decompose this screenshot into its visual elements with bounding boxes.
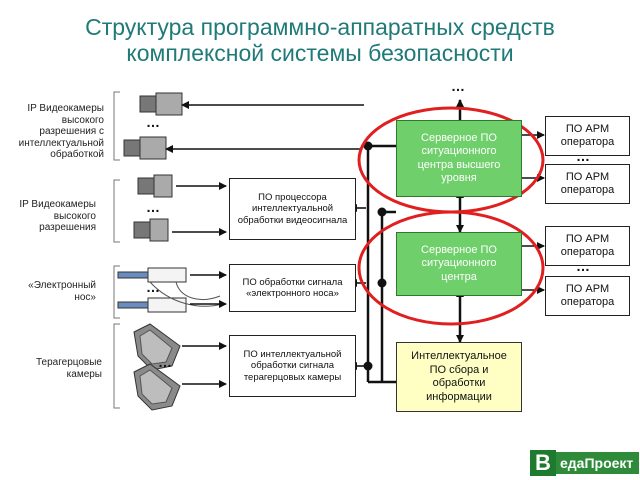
highlight-ellipses <box>357 106 545 326</box>
vedaproekt-logo: В едаПроект <box>530 448 640 478</box>
collect-box: Интеллектуальное ПО сбора и обработки ин… <box>396 342 522 412</box>
bus-lines <box>366 144 396 384</box>
e-nose-sensor-1 <box>117 267 221 300</box>
ellipsis-cameras-2: … <box>146 199 161 215</box>
camera-ip-intel-2 <box>123 136 167 160</box>
e-nose-sensor-2 <box>117 281 223 313</box>
camera-ip-hd-1 <box>137 174 173 198</box>
terahertz-camera-1 <box>133 323 181 371</box>
title-line-2: комплексной системы безопасности <box>126 40 514 66</box>
label-terahertz: Терагерцовые камеры <box>35 357 102 380</box>
processing-video-box: ПО процессора интеллектуальной обработки… <box>229 178 356 240</box>
processing-nose-box: ПО обработки сигнала «электронного носа» <box>229 264 356 312</box>
arm-box-4: ПО АРМ оператора <box>545 276 630 316</box>
page-title: Структура программно-аппаратных средств … <box>0 14 640 66</box>
server-top-box: Серверное ПО ситуационного центра высшег… <box>396 120 522 197</box>
group-brackets <box>113 91 120 409</box>
arm-box-1: ПО АРМ оператора <box>545 116 630 156</box>
server-center-box: Серверное ПО ситуационного центра <box>396 232 522 296</box>
title-line-1: Структура программно-аппаратных средств <box>85 14 555 40</box>
logo-text: едаПроект <box>556 452 640 474</box>
label-ip-hd-cameras: IP Видеокамеры высокого разрешения <box>19 199 96 233</box>
camera-ip-hd-2 <box>133 218 169 242</box>
ellipsis-terahertz: … <box>158 354 173 370</box>
ellipsis-top: … <box>451 78 466 94</box>
label-ip-intel-cameras: IP Видеокамеры высокого разрешения с инт… <box>18 103 104 160</box>
label-e-nose: «Электронный нос» <box>28 280 96 303</box>
arm-box-2: ПО АРМ оператора <box>545 164 630 204</box>
logo-letter: В <box>530 450 556 476</box>
camera-ip-intel-1 <box>139 92 183 116</box>
arm-box-3: ПО АРМ оператора <box>545 226 630 266</box>
ellipsis-cameras-1: … <box>146 114 161 130</box>
terahertz-camera-2 <box>133 363 181 411</box>
processing-thz-box: ПО интеллектуальной обработки сигнала те… <box>229 335 356 397</box>
ellipsis-e-nose: … <box>146 279 161 295</box>
